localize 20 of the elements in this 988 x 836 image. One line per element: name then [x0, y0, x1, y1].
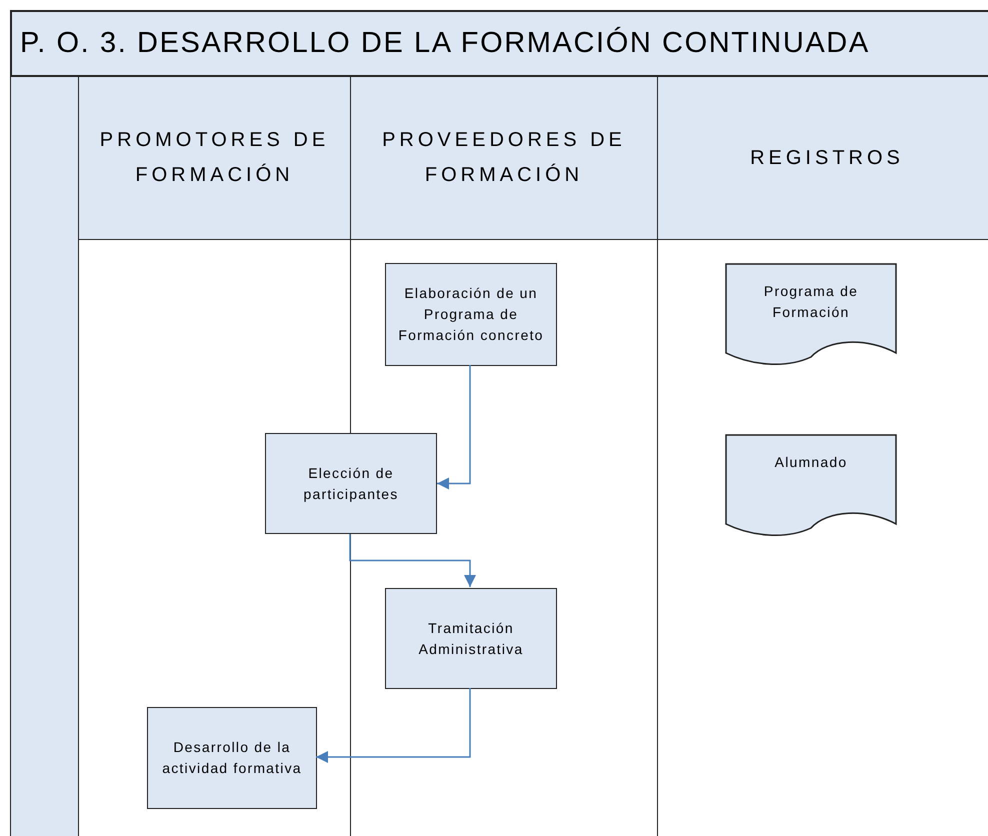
- arrow: [349, 534, 476, 587]
- arrow: [437, 365, 471, 490]
- document-shape: [725, 263, 897, 367]
- process-label: Elaboración de un Programa de Formación concreto: [397, 284, 545, 345]
- process-box: [265, 433, 437, 534]
- arrow: [316, 688, 471, 763]
- process-label: Tramitación Administrativa: [418, 618, 524, 658]
- process-label: Elección de participantes: [302, 464, 400, 504]
- lane-header: PROMOTORES DE FORMACIÓN: [79, 77, 350, 240]
- document-shape: [725, 434, 897, 538]
- lane-header: REGISTROS: [658, 77, 988, 240]
- process-box: [385, 588, 557, 689]
- document-label: Alumnado: [774, 453, 848, 472]
- lane-header: PROVEEDORES DE FORMACIÓN: [351, 77, 657, 240]
- document-label: Programa de Formación: [762, 282, 860, 322]
- process-label: Desarrollo de la actividad formativa: [161, 738, 303, 778]
- process-box: [147, 707, 317, 809]
- side-band: [10, 76, 79, 836]
- process-box: [385, 263, 557, 366]
- diagram-title: P. O. 3. DESARROLLO DE LA FORMACIÓN CONTINUADA: [10, 10, 988, 77]
